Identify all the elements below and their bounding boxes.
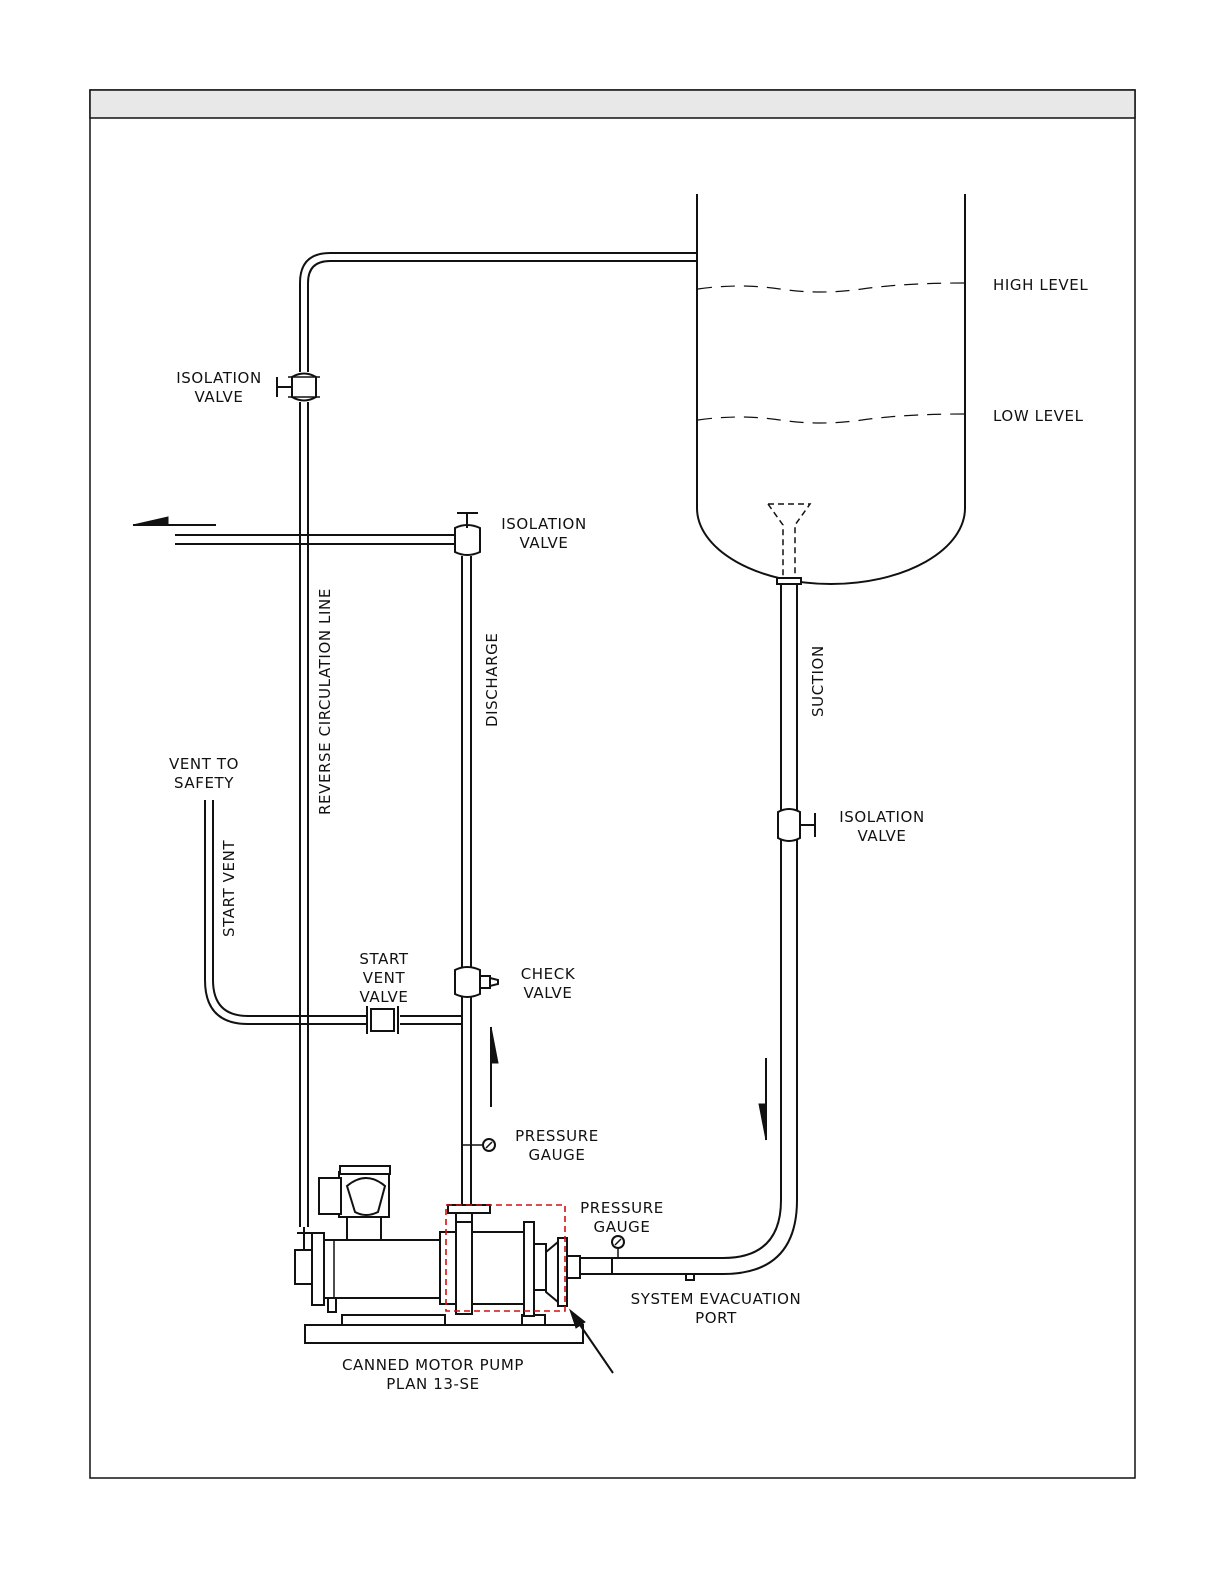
- isolation-valve-discharge-label-1: ISOLATION: [501, 515, 587, 533]
- isolation-valve-suction-label-1: ISOLATION: [839, 808, 925, 826]
- high-level-label: HIGH LEVEL: [993, 276, 1088, 294]
- suction-label: SUCTION: [809, 645, 827, 717]
- pressure-gauge-discharge-label-2: GAUGE: [529, 1146, 586, 1164]
- pressure-gauge-suction-label-1: PRESSURE: [580, 1199, 664, 1217]
- evacuation-port-icon: [686, 1274, 694, 1280]
- isolation-valve-top-label-2: VALVE: [194, 388, 243, 406]
- start-vent-valve-icon: [367, 1006, 398, 1034]
- start-vent-valve-label-1: START: [359, 950, 409, 968]
- pump-caption-label-1: CANNED MOTOR PUMP: [342, 1356, 524, 1374]
- discharge-label: DISCHARGE: [483, 633, 501, 727]
- pressure-gauge-discharge-label-1: PRESSURE: [515, 1127, 599, 1145]
- vent-to-safety-label-1: VENT TO: [169, 755, 239, 773]
- start-vent-valve-label-3: VALVE: [359, 988, 408, 1006]
- pressure-gauge-suction-label-2: GAUGE: [594, 1218, 651, 1236]
- isolation-valve-discharge-label-2: VALVE: [519, 534, 568, 552]
- low-level-label: LOW LEVEL: [993, 407, 1084, 425]
- reverse-circulation-line-label: REVERSE CIRCULATION LINE: [316, 588, 334, 815]
- isolation-valve-top-label-1: ISOLATION: [176, 369, 262, 387]
- start-vent-valve-label-2: VENT: [363, 969, 406, 987]
- isolation-valve-suction-label-2: VALVE: [857, 827, 906, 845]
- system-evacuation-port-label-1: SYSTEM EVACUATION: [631, 1290, 802, 1308]
- check-valve-label-1: CHECK: [521, 965, 576, 983]
- pump-caption-label-2: PLAN 13-SE: [386, 1375, 480, 1393]
- vent-to-safety-label-2: SAFETY: [174, 774, 234, 792]
- system-evacuation-port-label-2: PORT: [695, 1309, 737, 1327]
- frame-header-band: [90, 90, 1135, 118]
- check-valve-label-2: VALVE: [523, 984, 572, 1002]
- start-vent-label: START VENT: [220, 840, 238, 937]
